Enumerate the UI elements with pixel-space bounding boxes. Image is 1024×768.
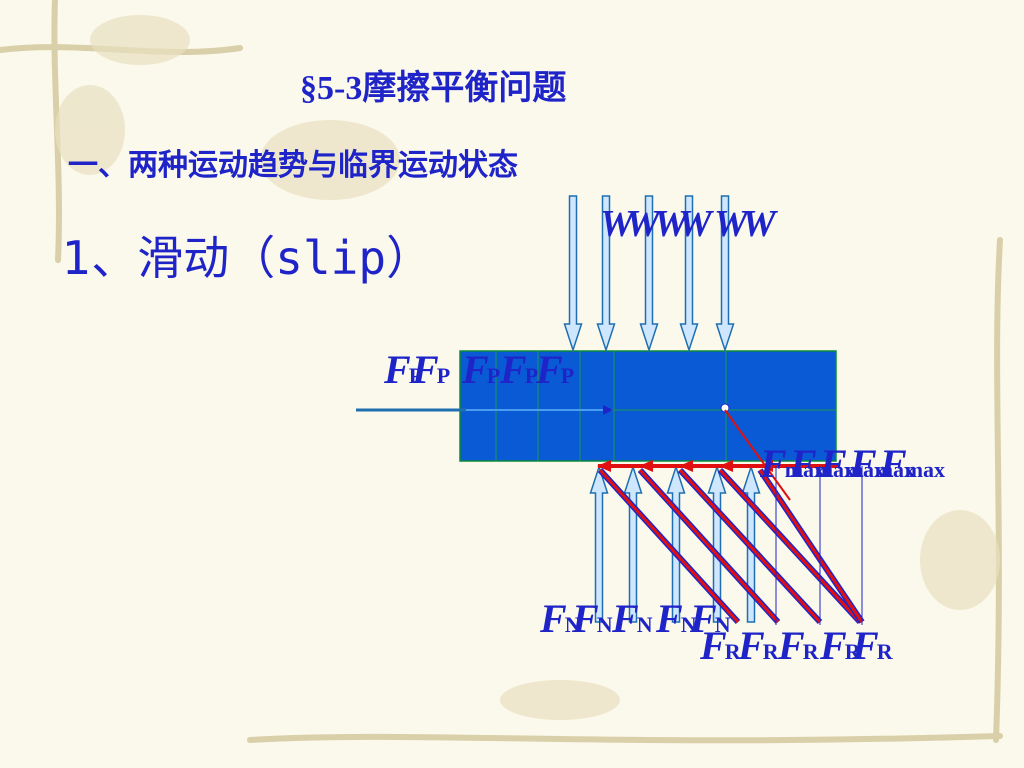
resultant-arrow-4 [718, 468, 862, 624]
push-force-label-4: FP [500, 347, 539, 392]
resultant-label-2: FR [738, 623, 779, 668]
resultant-arrow-1 [598, 468, 740, 624]
resultant-arrow-3 [678, 468, 822, 624]
weight-label-4: W [678, 203, 712, 245]
normal-arrow-3 [666, 464, 686, 623]
weight-arrow-4 [679, 195, 699, 353]
heading-word: slip [275, 231, 387, 285]
friction-label-2: Fmax [790, 441, 856, 486]
slide-title: §5-3摩擦平衡问题 [300, 70, 567, 107]
weight-label-5: W [714, 203, 748, 245]
push-force-label-2: FP [412, 347, 451, 392]
heading-prefix: 1、滑动（ [62, 231, 276, 285]
weight-label-6: W [742, 203, 776, 245]
slide-subtitle: 一、两种运动趋势与临界运动状态 [68, 148, 518, 183]
section-heading: 1、滑动（slip） [62, 222, 432, 288]
center-point [720, 403, 730, 413]
block [459, 350, 837, 462]
reference-lines [775, 466, 863, 625]
normal-label-5: FN [690, 596, 731, 641]
normal-label-4: FN [656, 596, 697, 641]
push-force-label-3: FP [462, 347, 501, 392]
center-resultant-line [724, 409, 791, 501]
normal-label-2: FN [572, 596, 613, 641]
weight-arrow-3 [639, 195, 659, 353]
resultant-arrows [597, 467, 865, 625]
resultant-label-4: FR [820, 623, 861, 668]
friction-label-1: Fmax [760, 441, 826, 486]
resultant-arrow-2 [638, 468, 780, 624]
friction-label-3: Fmax [820, 441, 886, 486]
friction-label-4: Fmax [850, 441, 916, 486]
weight-arrow-2 [596, 195, 616, 353]
weight-arrow-5 [715, 195, 735, 353]
normal-arrow-1 [589, 464, 609, 623]
normal-arrow-2 [623, 464, 643, 623]
push-force-label-5: FP [536, 347, 575, 392]
resultant-arrow-5 [758, 469, 864, 623]
resultant-label-1: FR [700, 623, 741, 668]
weight-label-1: W [600, 203, 634, 245]
resultant-label-3: FR [778, 623, 819, 668]
weight-arrows [563, 195, 735, 353]
push-force-label-1: FP [384, 347, 423, 392]
normal-label-3: FN [612, 596, 653, 641]
weight-label-2: W [626, 203, 660, 245]
heading-suffix: ） [386, 231, 433, 285]
normal-label-1: FN [540, 596, 581, 641]
weight-label-3: W [654, 203, 688, 245]
resultant-label-5: FR [852, 623, 893, 668]
weight-arrow-1 [563, 195, 583, 353]
friction-label-5: Fmax [880, 441, 946, 486]
